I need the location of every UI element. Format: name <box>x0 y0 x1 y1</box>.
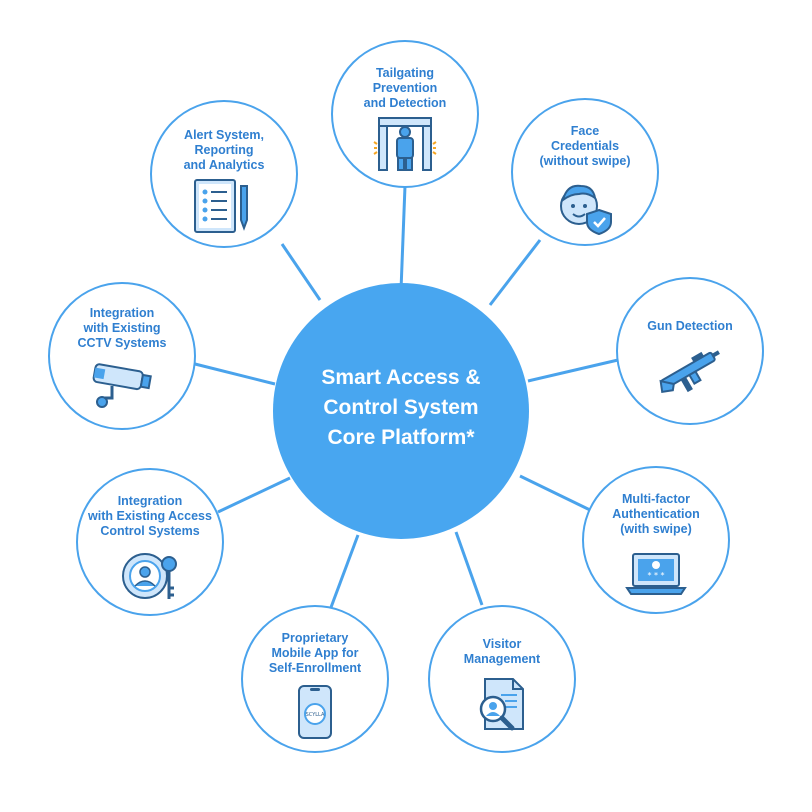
smartphone-icon: SCYLLA <box>293 685 337 739</box>
connector-line <box>519 474 591 512</box>
connector-line <box>194 362 276 386</box>
node-access-control-integration: Integration with Existing Access Control… <box>76 468 224 616</box>
node-visitor-management: Visitor Management <box>428 605 576 753</box>
node-label: Proprietary Mobile App for Self-Enrollme… <box>268 631 362 675</box>
node-label: Alert System, Reporting and Analytics <box>183 128 265 172</box>
node-cctv-integration: Integration with Existing CCTV Systems <box>48 282 196 430</box>
document-search-icon <box>471 677 533 735</box>
face-shield-icon <box>553 176 617 238</box>
connector-line <box>454 531 484 606</box>
node-label: Face Credentials (without swipe) <box>539 124 631 168</box>
node-face-credentials: Face Credentials (without swipe) <box>511 98 659 246</box>
node-label: Multi-factor Authentication (with swipe) <box>612 492 700 536</box>
laptop-password-icon: * * * <box>625 552 687 596</box>
connector-line <box>328 534 360 611</box>
connector-line <box>488 239 542 306</box>
node-tailgating: Tailgating Prevention and Detection <box>331 40 479 188</box>
node-label: Integration with Existing CCTV Systems <box>77 306 167 350</box>
node-label: Tailgating Prevention and Detection <box>363 66 447 110</box>
node-alert-reporting-analytics: Alert System, Reporting and Analytics <box>150 100 298 248</box>
checklist-pen-icon <box>193 178 255 234</box>
node-gun-detection: Gun Detection <box>616 277 764 425</box>
node-label: Gun Detection <box>647 319 733 333</box>
connector-line <box>217 476 291 514</box>
security-gate-icon <box>373 116 437 172</box>
phone-logo-text: SCYLLA <box>306 712 325 718</box>
core-platform-hub: Smart Access & Control System Core Platf… <box>273 283 529 539</box>
core-platform-title: Smart Access & Control System Core Platf… <box>321 366 481 449</box>
user-key-icon <box>119 548 181 606</box>
rifle-icon <box>655 343 725 397</box>
node-label: Integration with Existing Access Control… <box>88 494 212 538</box>
node-mobile-app: Proprietary Mobile App for Self-Enrollme… <box>241 605 389 753</box>
connector-line <box>399 185 407 291</box>
connector-line <box>280 243 322 301</box>
cctv-camera-icon <box>90 362 154 414</box>
connector-line <box>527 358 619 383</box>
node-multi-factor-authentication: Multi-factor Authentication (with swipe)… <box>582 466 730 614</box>
node-label: Visitor Management <box>463 637 541 666</box>
svg-text:* * *: * * * <box>647 571 664 580</box>
